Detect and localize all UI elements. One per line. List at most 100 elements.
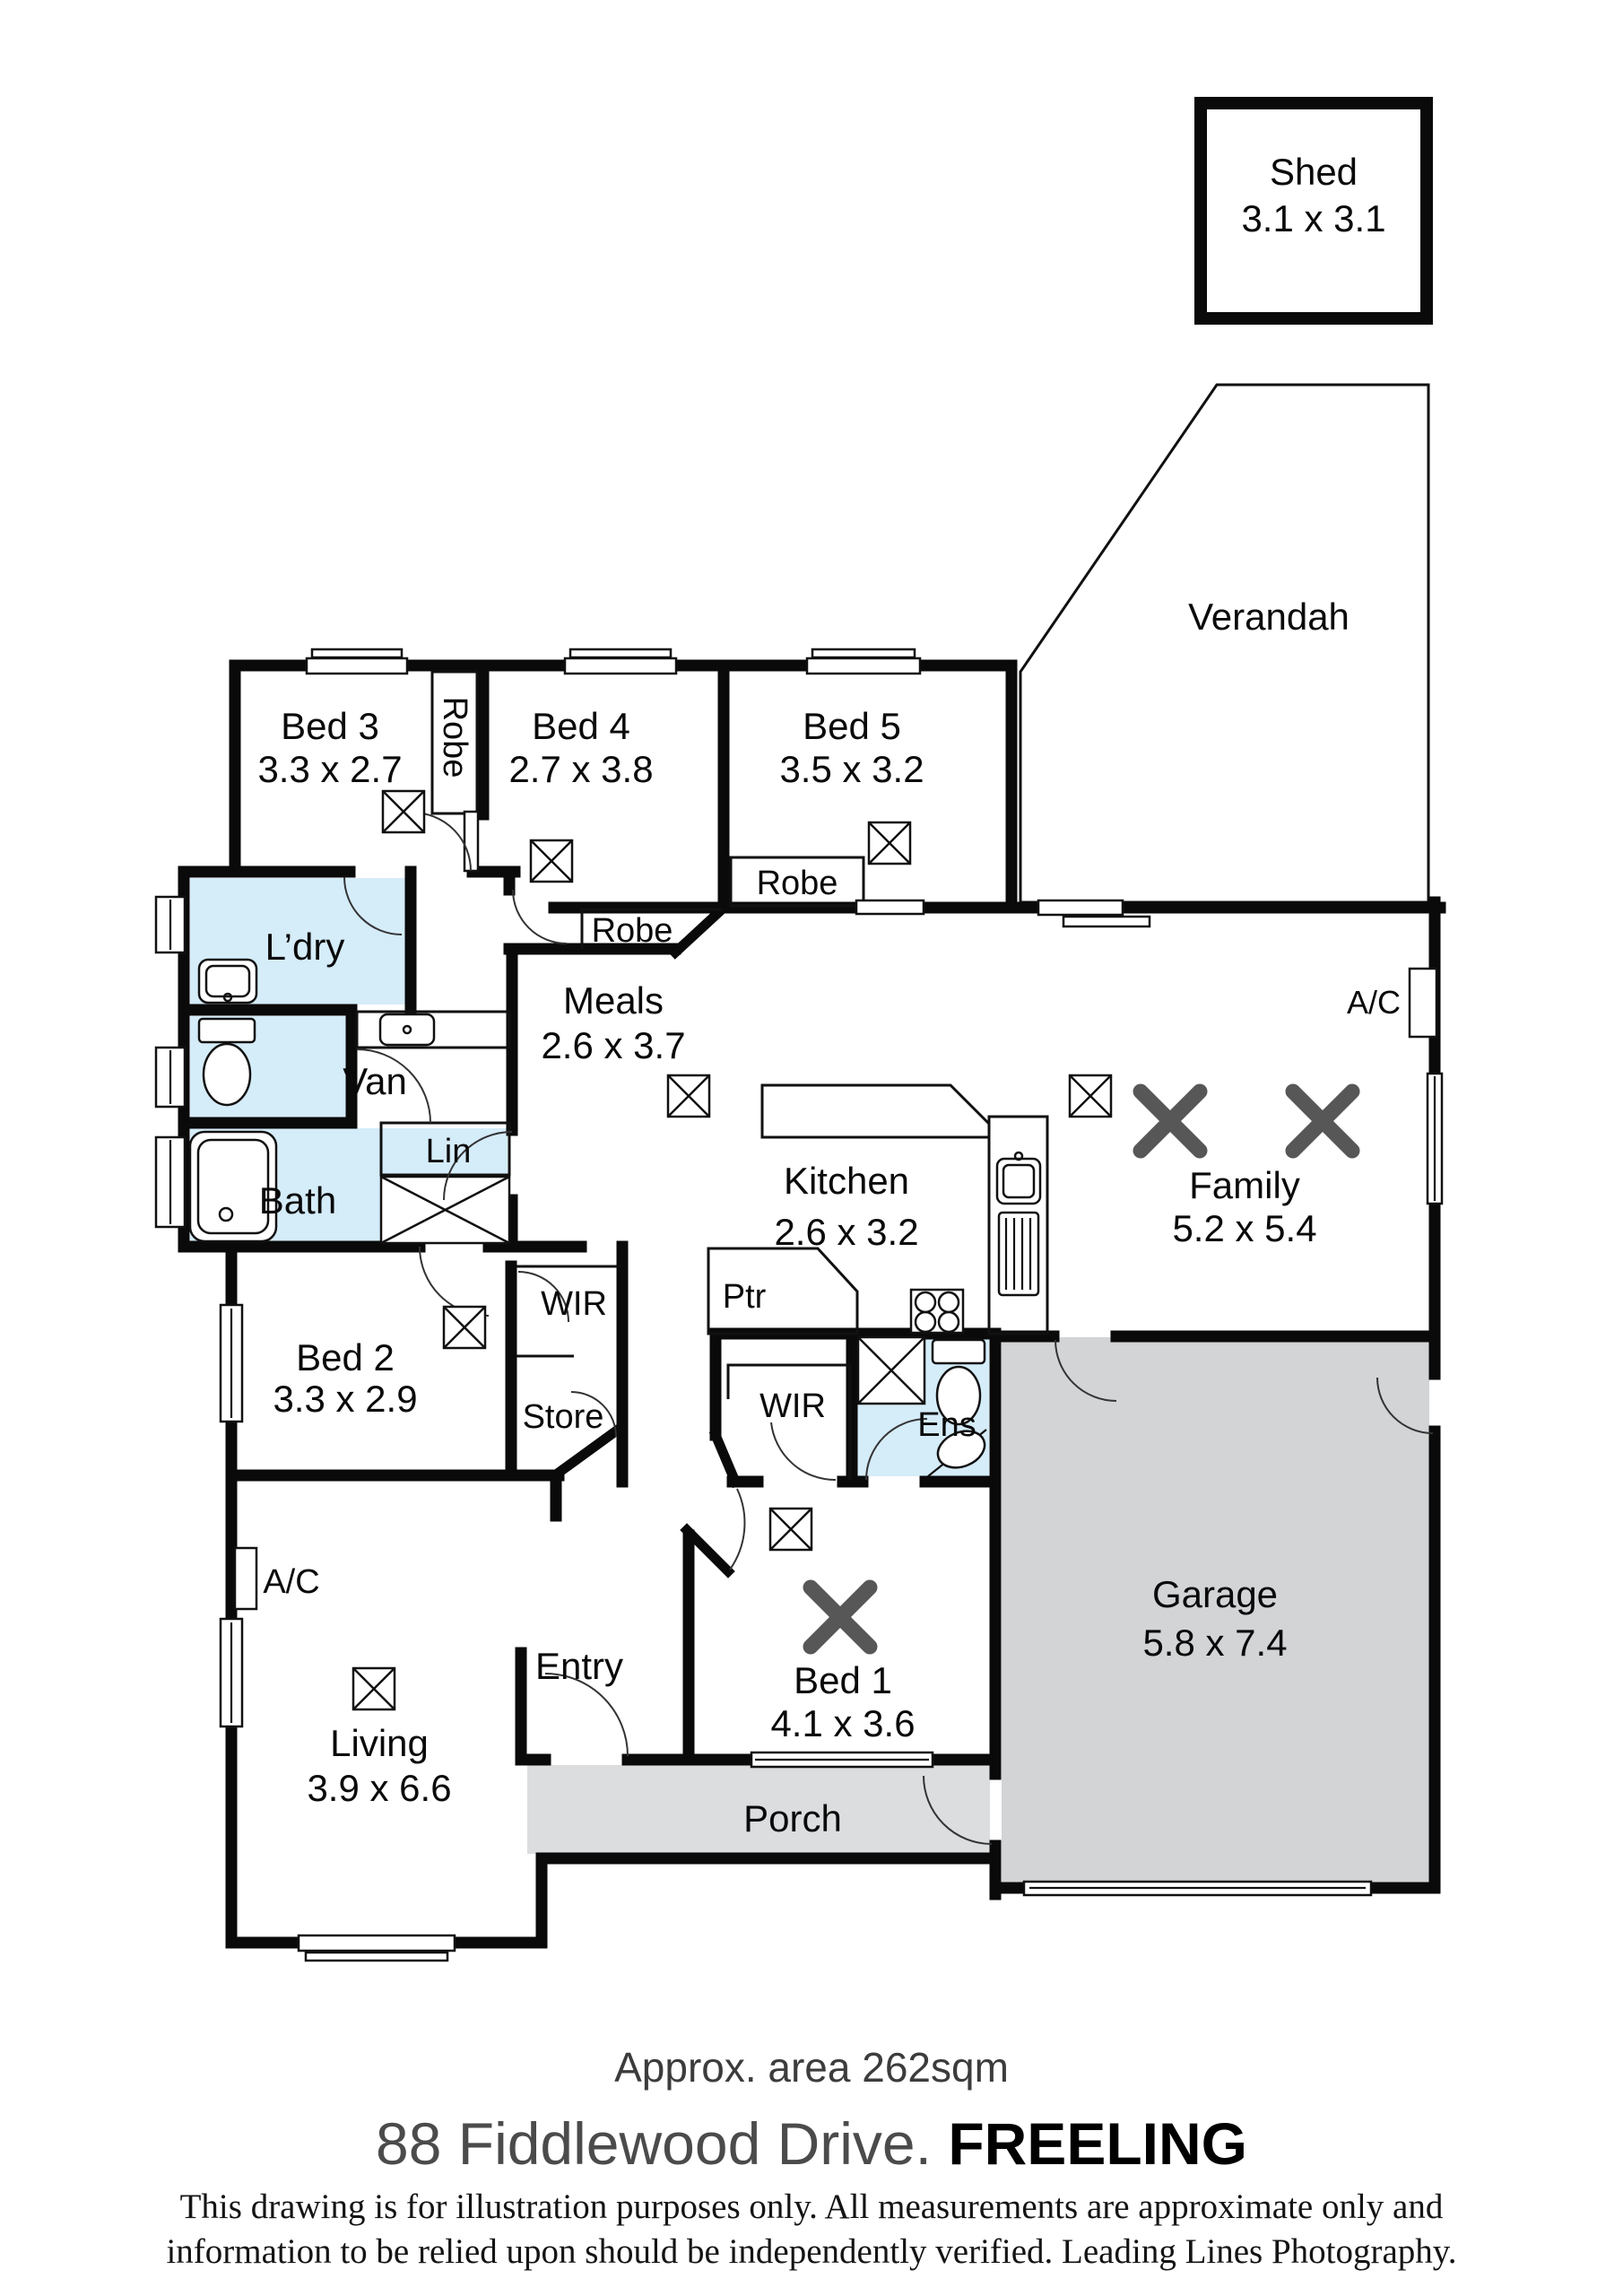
windows bbox=[154, 648, 1444, 1962]
garage-label: Garage bbox=[1152, 1573, 1278, 1615]
vanity-counter bbox=[355, 1010, 511, 1049]
room-labels: Verandah Bed 3 3.3 x 2.7 Robe Bed 4 2.7 … bbox=[257, 596, 1401, 1839]
laundry-sink-icon bbox=[197, 958, 258, 1004]
light-box-icon bbox=[381, 789, 426, 834]
porch-floor bbox=[527, 1765, 990, 1854]
bed4-label: Bed 4 bbox=[532, 705, 630, 747]
robe-bed3-closet bbox=[430, 670, 479, 815]
linen-closet bbox=[379, 1121, 511, 1177]
window-living-south bbox=[297, 1934, 456, 1962]
window-family-east bbox=[1426, 1072, 1444, 1205]
garage-door bbox=[1022, 1880, 1373, 1897]
approx-area-text: Approx. area 262sqm bbox=[614, 2044, 1009, 2091]
shed: Shed 3.1 x 3.1 bbox=[1194, 97, 1433, 325]
family-label: Family bbox=[1189, 1164, 1300, 1206]
bed1-label: Bed 1 bbox=[794, 1659, 892, 1701]
window-living-west bbox=[219, 1617, 244, 1728]
slider-bed4 bbox=[463, 810, 480, 873]
vanity-label: Van bbox=[343, 1060, 407, 1102]
shower-ens-icon bbox=[856, 1335, 926, 1405]
kitchen-label: Kitchen bbox=[784, 1160, 909, 1202]
store-label: Store bbox=[523, 1398, 604, 1436]
toilet-wc-icon bbox=[197, 1017, 256, 1107]
ensuite-label: Ens bbox=[917, 1406, 976, 1444]
window-wc bbox=[154, 1046, 187, 1109]
ac-unit-family bbox=[1408, 967, 1438, 1039]
ceiling-fan-icon bbox=[1133, 1083, 1208, 1159]
wir-bed1-label: WIR bbox=[759, 1387, 826, 1425]
light-box-icon bbox=[352, 1666, 396, 1711]
ac-unit-living bbox=[233, 1546, 258, 1611]
wir-bed2-label: WIR bbox=[541, 1285, 607, 1323]
vanity-faucet-icon bbox=[402, 1024, 412, 1035]
vanity-sink-icon bbox=[378, 1013, 436, 1047]
light-box-icon bbox=[768, 1507, 813, 1552]
bed2-label: Bed 2 bbox=[296, 1336, 395, 1378]
window-laundry bbox=[154, 895, 187, 954]
bed4-dims: 2.7 x 3.8 bbox=[508, 748, 653, 790]
ceiling-fan-icon bbox=[803, 1579, 878, 1655]
bed3-dims: 3.3 x 2.7 bbox=[257, 748, 402, 790]
meals-label: Meals bbox=[563, 979, 664, 1022]
window-bed5 bbox=[805, 648, 922, 675]
built-ins bbox=[188, 670, 1438, 1611]
kitchen-bench bbox=[760, 1083, 991, 1139]
ceiling-fan-icon bbox=[1285, 1083, 1360, 1159]
light-box-icon bbox=[666, 1074, 711, 1118]
kitchen-sink-icon bbox=[995, 1151, 1042, 1297]
light-box-icon bbox=[442, 1305, 487, 1350]
linen-label: Lin bbox=[426, 1133, 472, 1170]
window-family-north bbox=[1037, 899, 1151, 928]
basin-ens-icon bbox=[927, 1429, 987, 1477]
kitchen-dims: 2.6 x 3.2 bbox=[774, 1211, 918, 1253]
light-box-icon bbox=[529, 839, 574, 883]
stove-icon bbox=[909, 1288, 965, 1335]
disclaimer-text: This drawing is for illustration purpose… bbox=[0, 2185, 1623, 2274]
window-bed3 bbox=[305, 648, 409, 675]
robe-bed5-closet bbox=[729, 856, 865, 908]
bed1-dims: 4.1 x 3.6 bbox=[770, 1702, 915, 1744]
window-bed2 bbox=[219, 1303, 244, 1423]
window-bed4 bbox=[563, 648, 678, 675]
window-bed1 bbox=[750, 1751, 934, 1769]
meals-dims: 2.6 x 3.7 bbox=[541, 1024, 685, 1066]
ac-living-label: A/C bbox=[263, 1563, 319, 1601]
bed5-dims: 3.5 x 3.2 bbox=[779, 748, 924, 790]
entry-label: Entry bbox=[535, 1645, 623, 1687]
address-suburb: FREELING bbox=[948, 2110, 1247, 2177]
living-label: Living bbox=[330, 1722, 429, 1764]
robe-bed3-label: Robe bbox=[436, 697, 473, 778]
shed-label: Shed bbox=[1270, 151, 1358, 193]
pantry-label: Ptr bbox=[723, 1278, 767, 1316]
shed-dims: 3.1 x 3.1 bbox=[1241, 197, 1385, 239]
kitchen-counter bbox=[987, 1115, 1049, 1335]
verandah-label: Verandah bbox=[1188, 596, 1350, 638]
toilet-ens-icon bbox=[931, 1338, 986, 1426]
bed5-label: Bed 5 bbox=[803, 705, 901, 747]
living-dims: 3.9 x 6.6 bbox=[307, 1767, 451, 1809]
bed3-label: Bed 3 bbox=[281, 705, 379, 747]
ceiling-symbols bbox=[352, 789, 1360, 1711]
robe-bed4-label: Robe bbox=[592, 912, 673, 950]
bed2-dims: 3.3 x 2.9 bbox=[273, 1378, 417, 1420]
bath-label: Bath bbox=[259, 1179, 336, 1222]
robe-bed4-closet bbox=[580, 908, 722, 949]
pantry-cupboard bbox=[707, 1247, 859, 1335]
garage-floor bbox=[1002, 1337, 1429, 1883]
disclaimer-line2: information to be relied upon should be … bbox=[166, 2232, 1457, 2271]
ac-family-label: A/C bbox=[1347, 984, 1401, 1021]
window-bath bbox=[154, 1135, 187, 1229]
disclaimer-line1: This drawing is for illustration purpose… bbox=[179, 2187, 1444, 2226]
address-line: 88 Fiddlewood Drive. FREELING bbox=[0, 2109, 1623, 2178]
address-street: 88 Fiddlewood Drive. bbox=[376, 2110, 949, 2177]
bathtub-icon bbox=[188, 1130, 278, 1243]
laundry-label: L’dry bbox=[265, 926, 345, 968]
light-box-icon bbox=[1068, 1074, 1113, 1118]
door-arcs bbox=[343, 812, 1434, 1845]
robe-bed5-label: Robe bbox=[757, 865, 838, 902]
family-dims: 5.2 x 5.4 bbox=[1172, 1207, 1316, 1249]
porch-label: Porch bbox=[743, 1797, 842, 1839]
wir-bed1-closet bbox=[726, 1363, 852, 1480]
